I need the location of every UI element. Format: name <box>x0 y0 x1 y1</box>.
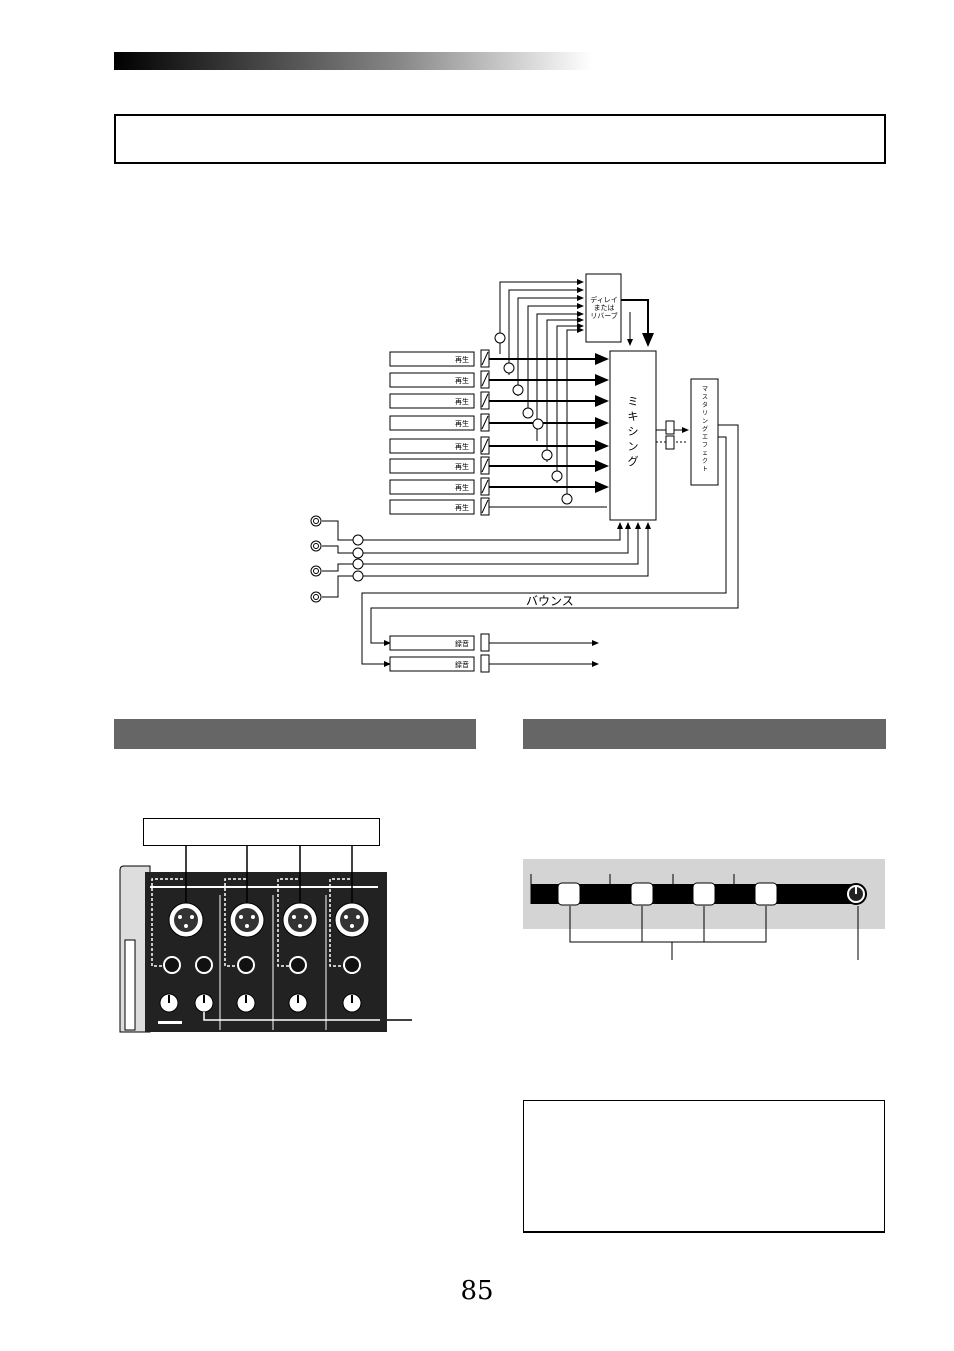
mastering-char-10: ク <box>702 458 708 465</box>
bounce-label: バウンス <box>526 594 574 608</box>
effect-label-3: リバーブ <box>590 311 618 320</box>
mastering-char-8: フ <box>702 442 708 449</box>
mixing-char-3: シ <box>628 425 639 438</box>
playback-row-4 <box>389 413 609 432</box>
section-bar-left <box>114 719 476 749</box>
mastering-box <box>690 378 719 486</box>
playback-label-3: 再生 <box>455 397 469 406</box>
playback-row-5 <box>389 436 609 455</box>
playback-label-5: 再生 <box>455 442 469 451</box>
playback-row-2 <box>389 370 609 389</box>
mastering-char-11: ト <box>702 466 708 473</box>
mastering-char-7: エ <box>702 434 708 441</box>
mixing-char-4: ン <box>628 440 639 453</box>
mixing-char-2: キ <box>628 410 639 423</box>
input-panel-illustration <box>119 846 412 1033</box>
record-label-1: 録音 <box>455 639 469 648</box>
playback-row-8 <box>389 497 607 516</box>
note-box <box>523 1100 885 1233</box>
playback-label-8: 再生 <box>455 503 469 512</box>
effect-box <box>585 273 622 343</box>
playback-label-1: 再生 <box>455 355 469 364</box>
mastering-char-9: ェ <box>702 450 708 457</box>
playback-label-6: 再生 <box>455 462 469 471</box>
header-gradient-bar <box>114 52 592 70</box>
effect-label-2: または <box>594 304 615 312</box>
track-button-strip <box>523 859 885 960</box>
playback-label-2: 再生 <box>455 376 469 385</box>
mastering-char-1: マ <box>702 386 708 393</box>
mixing-char-1: ミ <box>628 395 639 408</box>
playback-label-7: 再生 <box>455 483 469 492</box>
record-label-2: 録音 <box>455 660 469 669</box>
mastering-char-3: タ <box>702 401 708 409</box>
playback-label-4: 再生 <box>455 419 469 428</box>
playback-row-3 <box>389 391 609 410</box>
playback-row-7 <box>389 477 609 496</box>
section-bar-right <box>523 719 886 749</box>
page-number: 85 <box>460 1276 494 1306</box>
mastering-char-6: グ <box>702 425 708 433</box>
effect-label-1: ディレイ <box>590 295 618 304</box>
signal-flow-diagram: ディレイ または リバーブ ミ キ シ ン グ マ ス タ リ ン グ エ フ … <box>310 273 739 673</box>
mastering-char-2: ス <box>702 394 708 401</box>
input-label-box <box>143 818 380 846</box>
mastering-char-4: リ <box>702 410 708 417</box>
playback-row-6 <box>389 456 609 475</box>
mixing-box <box>609 350 657 521</box>
mastering-char-5: ン <box>702 418 708 425</box>
playback-row-1 <box>389 349 609 368</box>
title-box <box>114 114 886 164</box>
mixing-char-5: グ <box>628 454 639 468</box>
